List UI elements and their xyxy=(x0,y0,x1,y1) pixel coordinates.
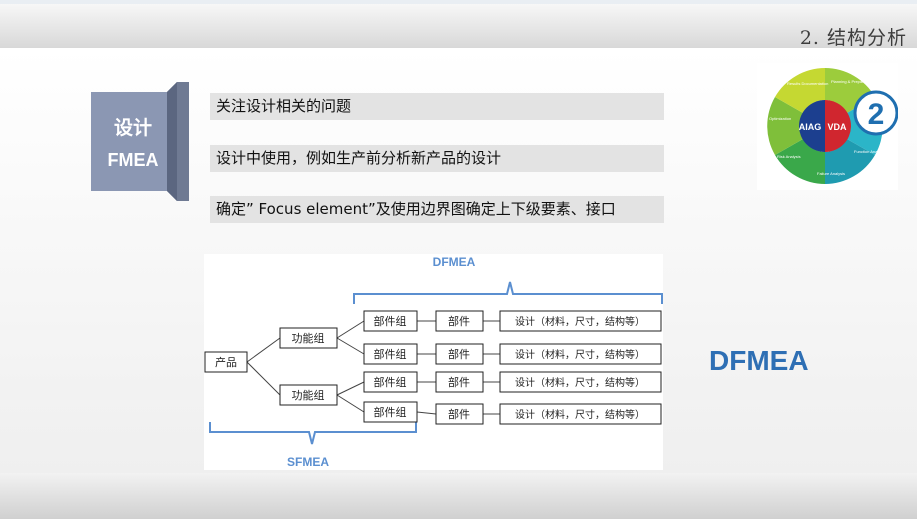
part-box xyxy=(435,310,484,332)
part-box xyxy=(435,371,484,393)
product-box xyxy=(204,351,248,373)
design-label: 设计（材料，尺寸，结构等） xyxy=(515,348,645,361)
design-box xyxy=(499,371,662,393)
part-group-box xyxy=(363,343,418,365)
design-label: 设计（材料，尺寸，结构等） xyxy=(515,376,645,389)
diagram-top-label: DFMEA xyxy=(433,255,476,269)
bullet-3: 确定” Focus element”及使用边界图确定上下级要素、接口 xyxy=(210,196,664,223)
sfmea-bracket xyxy=(209,422,417,445)
bullet-2: 设计中使用，例如生产前分析新产品的设计 xyxy=(210,145,664,172)
design-box xyxy=(499,310,662,332)
badge-line2: FMEA xyxy=(107,150,159,170)
design-box xyxy=(499,403,662,425)
part-box xyxy=(435,343,484,365)
function-group-box xyxy=(279,384,338,406)
dfmea-bracket xyxy=(353,281,663,304)
part-group-box xyxy=(363,371,418,393)
aiag-vda-logo: AIAG VDA 2 Planning & Preparation Functi… xyxy=(757,63,899,190)
logo-number: 2 xyxy=(868,98,885,131)
function-group-label: 功能组 xyxy=(292,331,325,345)
part-label: 部件 xyxy=(448,407,470,421)
product-label: 产品 xyxy=(215,355,237,369)
dfmea-label: DFMEA xyxy=(709,345,809,376)
logo-segment-planning: Planning & Preparation xyxy=(831,79,872,84)
header-bar: 2. 结构分析 xyxy=(0,0,917,49)
part-group-box xyxy=(363,310,418,332)
function-group-label: 功能组 xyxy=(292,388,325,402)
section-title: 2. 结构分析 xyxy=(799,27,907,49)
function-group-box xyxy=(279,327,338,349)
part-label: 部件 xyxy=(448,314,470,328)
logo-segment-function: Function Analysis xyxy=(854,149,885,154)
footer-bar xyxy=(0,473,917,519)
logo-segment-optimization: Optimization xyxy=(769,116,791,121)
logo-segment-risk: Risk Analysis xyxy=(777,154,801,159)
design-fmea-badge xyxy=(91,82,189,201)
logo-center-right: VDA xyxy=(827,122,847,132)
logo-segment-results: Results Documentation xyxy=(787,81,828,86)
part-group-label: 部件组 xyxy=(374,375,407,389)
badge-line1: 设计 xyxy=(113,118,152,139)
logo-center-left: AIAG xyxy=(799,122,822,132)
structure-tree-diagram: DFMEA SFMEA xyxy=(204,254,663,470)
logo-segment-failure: Failure Analysis xyxy=(817,171,845,176)
part-group-label: 部件组 xyxy=(374,314,407,328)
part-group-box xyxy=(363,401,418,423)
design-box xyxy=(499,343,662,365)
part-label: 部件 xyxy=(448,347,470,361)
part-group-label: 部件组 xyxy=(374,347,407,361)
part-box xyxy=(435,403,484,425)
design-label: 设计（材料，尺寸，结构等） xyxy=(515,408,645,421)
design-label: 设计（材料，尺寸，结构等） xyxy=(515,315,645,328)
part-group-label: 部件组 xyxy=(374,405,407,419)
part-label: 部件 xyxy=(448,375,470,389)
diagram-bottom-label: SFMEA xyxy=(287,455,329,469)
bullet-1: 关注设计相关的问题 xyxy=(210,93,664,120)
